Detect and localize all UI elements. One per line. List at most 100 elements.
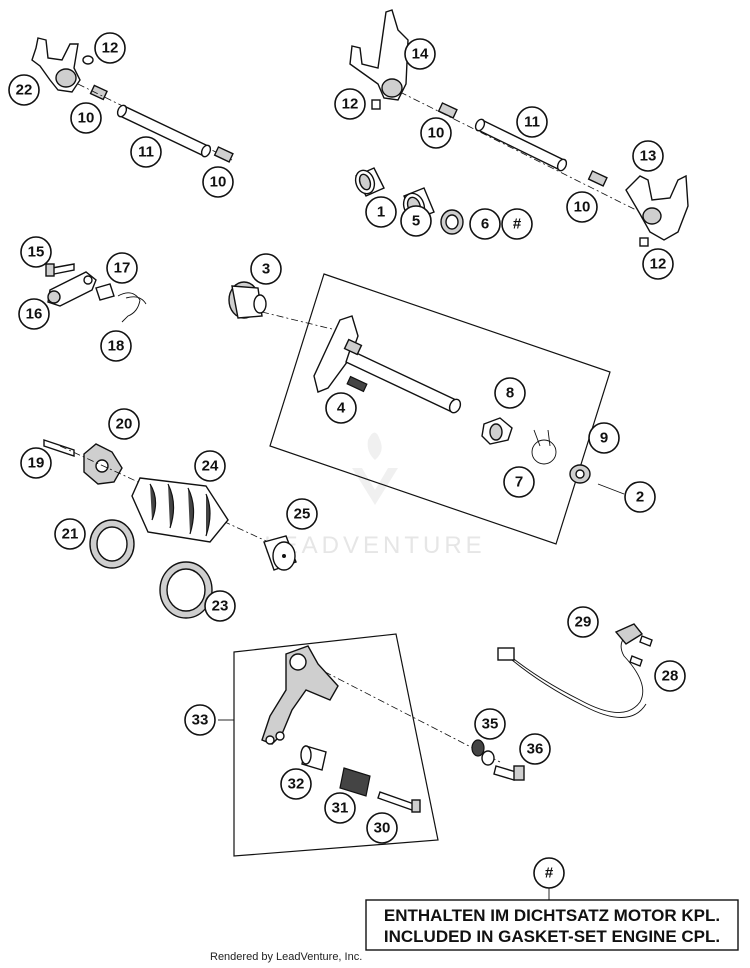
washer-35	[471, 739, 495, 766]
svg-text:1: 1	[377, 204, 385, 221]
return-spring-7	[531, 429, 557, 465]
callout-30[interactable]: 30	[366, 812, 398, 844]
svg-text:2: 2	[636, 489, 644, 506]
spring-4	[346, 375, 368, 393]
callout-10[interactable]: 10	[70, 102, 102, 134]
watermark-text: LEADVENTURE	[264, 532, 485, 559]
screw-36	[493, 765, 525, 781]
svg-text:10: 10	[428, 125, 445, 142]
guide-pin-12	[82, 55, 94, 65]
callout-hash[interactable]: #	[501, 208, 533, 240]
callout-31[interactable]: 31	[324, 792, 356, 824]
shift-lever	[261, 645, 339, 745]
callout-25[interactable]: 25	[286, 498, 318, 530]
shift-drum-group	[43, 439, 297, 619]
shift-fork-13	[625, 174, 689, 241]
callout-3[interactable]: 3	[250, 253, 282, 285]
svg-text:5: 5	[412, 213, 420, 230]
svg-text:29: 29	[575, 614, 592, 631]
svg-text:28: 28	[662, 668, 679, 685]
guide-sleeve-8	[481, 417, 513, 445]
svg-text:12: 12	[342, 96, 359, 113]
svg-text:16: 16	[26, 306, 43, 323]
callout-10[interactable]: 10	[420, 117, 452, 149]
shift-lever-kit-frame	[233, 633, 439, 857]
shift-star-20	[83, 443, 123, 485]
callout-20[interactable]: 20	[108, 408, 140, 440]
callout-24[interactable]: 24	[194, 450, 226, 482]
callout-9[interactable]: 9	[588, 422, 620, 454]
bearing-25	[263, 535, 297, 571]
callout-19[interactable]: 19	[20, 447, 52, 479]
callout-1[interactable]: 1	[365, 196, 397, 228]
shift-lever-group	[218, 633, 525, 857]
spring-10-right-b	[587, 170, 608, 187]
svg-text:17: 17	[114, 260, 131, 277]
shift-fork-right-group	[349, 9, 689, 247]
screw-28b	[629, 655, 643, 667]
callout-32[interactable]: 32	[280, 768, 312, 800]
callout-18[interactable]: 18	[100, 330, 132, 362]
gear-sensor-group	[497, 623, 653, 718]
callout-6[interactable]: 6	[469, 208, 501, 240]
callout-note-hash[interactable]: #	[533, 857, 565, 889]
svg-text:31: 31	[332, 800, 349, 817]
callout-10[interactable]: 10	[202, 166, 234, 198]
callout-21[interactable]: 21	[54, 518, 86, 550]
callout-11[interactable]: 11	[516, 106, 548, 138]
svg-text:24: 24	[202, 458, 219, 475]
callout-5[interactable]: 5	[400, 205, 432, 237]
shift-fork-hub	[55, 68, 77, 88]
guide-pin-12c	[639, 237, 649, 247]
svg-text:12: 12	[650, 256, 667, 273]
shift-fork-left-group	[31, 37, 234, 163]
callout-12[interactable]: 12	[334, 88, 366, 120]
callout-10[interactable]: 10	[566, 191, 598, 223]
sensor-cable	[509, 631, 644, 713]
callout-35[interactable]: 35	[474, 708, 506, 740]
callout-16[interactable]: 16	[18, 298, 50, 330]
shift-drum-locator-3	[228, 281, 267, 319]
callout-33[interactable]: 33	[184, 704, 216, 736]
callout-23[interactable]: 23	[204, 590, 236, 622]
callout-2[interactable]: 2	[624, 481, 656, 513]
callout-15[interactable]: 15	[20, 236, 52, 268]
note-line-2: INCLUDED IN GASKET-SET ENGINE CPL.	[384, 927, 720, 946]
svg-text:8: 8	[506, 385, 514, 402]
sensor-connector	[497, 647, 515, 661]
svg-text:13: 13	[640, 148, 657, 165]
needle-bearing-1	[354, 167, 385, 197]
spring-31	[339, 767, 371, 797]
callout-13[interactable]: 13	[632, 140, 664, 172]
credit-text: Rendered by LeadVenture, Inc.	[210, 951, 362, 963]
svg-text:15: 15	[28, 244, 45, 261]
spring-10-lower	[213, 146, 234, 163]
callout-17[interactable]: 17	[106, 252, 138, 284]
callout-11[interactable]: 11	[130, 136, 162, 168]
callout-22[interactable]: 22	[8, 74, 40, 106]
ring-21	[89, 519, 135, 569]
callout-29[interactable]: 29	[567, 606, 599, 638]
shift-shaft	[313, 315, 462, 414]
svg-text:#: #	[545, 865, 554, 882]
callout-12[interactable]: 12	[94, 32, 126, 64]
svg-text:35: 35	[482, 716, 499, 733]
locking-lever-group	[45, 263, 147, 323]
screw-19	[43, 439, 75, 457]
callout-36[interactable]: 36	[519, 733, 551, 765]
svg-text:3: 3	[262, 261, 270, 278]
callout-12[interactable]: 12	[642, 248, 674, 280]
callout-28[interactable]: 28	[654, 660, 686, 692]
svg-text:21: 21	[62, 526, 79, 543]
callout-14[interactable]: 14	[404, 38, 436, 70]
spring-18	[117, 292, 141, 323]
svg-text:18: 18	[108, 338, 125, 355]
callout-7[interactable]: 7	[503, 466, 535, 498]
callout-4[interactable]: 4	[325, 392, 357, 424]
shift-shaft-group	[228, 273, 625, 545]
svg-text:6: 6	[481, 216, 489, 233]
svg-text:11: 11	[524, 114, 540, 131]
svg-text:22: 22	[16, 82, 33, 99]
callout-8[interactable]: 8	[494, 377, 526, 409]
guide-pin-12b	[371, 99, 381, 110]
